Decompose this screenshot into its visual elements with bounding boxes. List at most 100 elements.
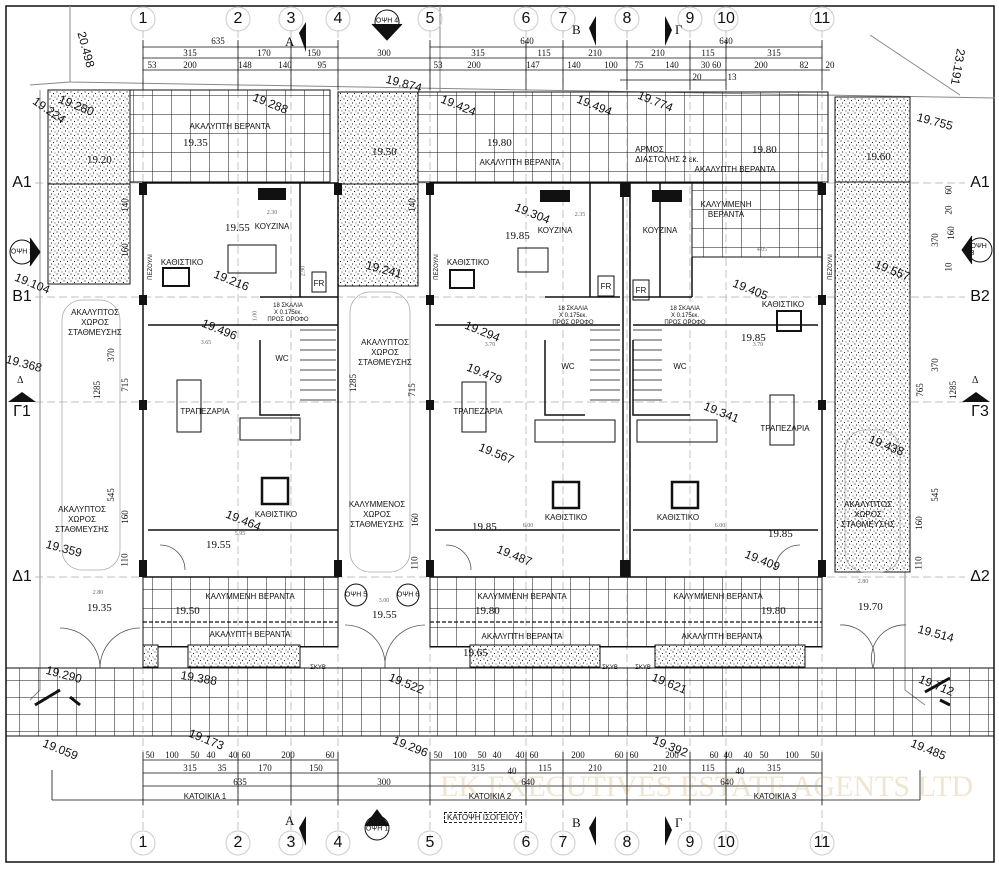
axis-label: 11 — [813, 10, 831, 27]
inner-dimension: 2.90 — [300, 265, 307, 277]
spot-level: 19.50 — [372, 146, 397, 158]
dimension: 110 — [119, 553, 130, 567]
axis-row-label: Γ1 — [13, 403, 31, 420]
dimension: 160 — [119, 510, 130, 524]
inner-dimension: 5.95 — [234, 531, 246, 537]
dimension: 95 — [317, 60, 327, 70]
view-markers — [9, 9, 993, 841]
spot-level: 19.80 — [752, 144, 777, 156]
spot-level: 19.80 — [487, 137, 512, 149]
dimension: 640 — [521, 777, 535, 787]
spot-level: 19.55 — [372, 609, 397, 621]
axis-label: 10 — [717, 834, 735, 851]
inner-dimension: 4.05 — [756, 247, 768, 253]
inner-dimension: 2.35 — [574, 212, 586, 218]
label-line: ΚΑΛΥΜΜΕΝΗ — [700, 200, 752, 209]
section-mark-a: A — [285, 34, 295, 49]
garden-hatch — [834, 96, 911, 183]
axis-row-label: Δ2 — [970, 568, 990, 585]
kitchen-table-icon — [227, 244, 277, 274]
note-line: ΠΡΟΣ ΟΡΟΦΟ — [664, 320, 706, 326]
note-line: 18 ΣΚΑΛΙΑ — [273, 303, 303, 309]
watermark-logo-text: EK EXECUTIVES ESTATE AGENTS LTD — [440, 770, 974, 803]
label-line: ΑΚΑΛΥΠΤΟΣ — [58, 505, 106, 514]
label-line: ΧΩΡΟΣ — [363, 510, 391, 519]
dimension: 765 — [914, 383, 925, 397]
dimension: 110 — [913, 556, 924, 570]
axis-label: 9 — [685, 10, 695, 27]
dimension: 115 — [701, 48, 715, 58]
view-marker-3: ΟΨΗ 3 — [970, 243, 987, 257]
axis-row-label: B1 — [12, 288, 32, 305]
axis-row-label: Γ3 — [971, 403, 989, 420]
label-line: ΑΚΑΛΥΠΤΟΣ — [71, 308, 119, 317]
dimension: 40 — [507, 766, 517, 776]
dimension: 40 — [492, 750, 502, 760]
dimension: 13 — [727, 72, 737, 82]
dimension: 53 — [433, 60, 443, 70]
spot-level: 19.85 — [741, 332, 766, 344]
room-label-kitchen: ΚΟΥΖΙΝΑ — [254, 222, 290, 231]
room-label-living: ΚΑΘΙΣΤΙΚΟ — [160, 258, 204, 267]
dimension: 100 — [604, 60, 618, 70]
dimension: 10 — [943, 262, 954, 272]
label-line: ΑΚΑΛΥΠΤΟΣ — [844, 500, 892, 509]
dimension: 148 — [238, 60, 252, 70]
plan-title: ΚΑΤΟΨΗ ΙΣΟΓΕΙΟΥ — [444, 812, 523, 823]
dimension: 200 — [754, 60, 768, 70]
view-marker-6: ΟΨΗ 6 — [396, 591, 420, 599]
view-marker-1: ΟΨΗ 1 — [365, 825, 389, 833]
terrace-tiles — [417, 91, 829, 183]
note-line: ΑΡΜΟΣ — [635, 145, 664, 154]
axis-label: 1 — [138, 10, 148, 27]
skyv-label: ΣΚΥΒ — [310, 665, 326, 671]
dimension: 170 — [258, 763, 272, 773]
drawing-frame — [5, 5, 995, 863]
axis-label: 3 — [286, 834, 296, 851]
section-mark-g: Γ — [675, 815, 683, 830]
axis-label: 2 — [233, 10, 243, 27]
label-line: ΣΤΑΘΜΕΥΣΗΣ — [841, 520, 895, 529]
dimension: 315 — [767, 48, 781, 58]
dimension: 50 — [477, 750, 487, 760]
dimension: 315 — [471, 763, 485, 773]
dimension: 140 — [567, 60, 581, 70]
dimension: 315 — [183, 48, 197, 58]
dimension: 635 — [211, 36, 225, 46]
axis-label: 4 — [333, 10, 343, 27]
dimension: 115 — [701, 763, 715, 773]
dimension: 40 — [723, 750, 733, 760]
dimension: 200 — [183, 60, 197, 70]
dimension: 370 — [929, 358, 940, 372]
section-mark-a: A — [285, 813, 295, 828]
dimension: 210 — [588, 763, 602, 773]
dimension: 147 — [526, 60, 540, 70]
section-mark-d: Δ — [972, 375, 979, 386]
sink-icon — [258, 188, 286, 200]
dimension: 20 — [943, 205, 954, 215]
label-line: ΑΚΑΛΥΠΤΟΣ — [361, 338, 409, 347]
room-label-uncovered-veranda: ΑΚΑΛΥΠΤΗ ΒΕΡΑΝΤΑ — [481, 632, 563, 641]
dimension: 20 — [825, 60, 835, 70]
axis-label: 7 — [558, 10, 568, 27]
axis-row-label: A1 — [12, 174, 32, 191]
inner-dimension: 6.00 — [522, 523, 534, 529]
stairs — [300, 329, 662, 401]
label-line: ΚΑΛΥΜΜΕΝΟΣ — [348, 500, 406, 509]
car-outlines — [61, 291, 901, 573]
skyv-label: ΣΚΥΒ — [602, 665, 618, 671]
axis-label: 8 — [622, 10, 632, 27]
bench-label: ΠΕΖΟΥΛΙ — [433, 254, 440, 280]
dimension: 140 — [665, 60, 679, 70]
axis-label: 6 — [521, 834, 531, 851]
fridge-label: FR — [635, 286, 647, 295]
garden-hatch — [337, 91, 419, 185]
dimension: 160 — [119, 243, 130, 257]
room-label-living: ΚΑΘΙΣΤΙΚΟ — [254, 510, 298, 519]
spot-level: 19.80 — [475, 605, 500, 617]
